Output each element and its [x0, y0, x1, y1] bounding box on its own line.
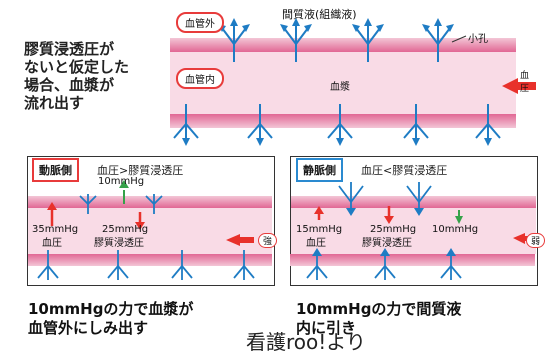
- arterial-strength-arrow: [226, 234, 254, 246]
- venous-bp-value: 15mmHg: [296, 224, 343, 235]
- arterial-upper-wall: [28, 196, 272, 208]
- venous-tag: 静脈側: [296, 158, 343, 182]
- top-vessel-lower-wall: [170, 114, 516, 128]
- arterial-outflow-arrow: [145, 194, 163, 214]
- top-vessel-lumen: [170, 52, 516, 114]
- plasma-label: 血漿: [330, 82, 350, 93]
- arterial-lower-wall: [28, 254, 272, 266]
- venous-title: 血圧<膠質浸透圧: [356, 160, 453, 180]
- downward-trident-arrow: [173, 104, 199, 140]
- venous-bottom-arrow: [374, 252, 396, 280]
- arterial-tag: 動脈側: [32, 158, 79, 182]
- outside-vessel-tag: 血管外: [176, 12, 224, 33]
- interstitial-fluid-label: 間質液(組織液): [282, 8, 357, 21]
- venous-caption: 10mmHgの力で間質液 内に引き: [296, 300, 462, 337]
- upward-trident-arrow: [355, 24, 381, 62]
- venous-upper-wall: [291, 196, 536, 208]
- top-vessel-diagram: [170, 38, 516, 128]
- arterial-inflow-arrow: [171, 250, 193, 280]
- venous-strength-label: 弱: [526, 233, 545, 248]
- upward-trident-arrow: [221, 24, 247, 62]
- downward-trident-arrow: [247, 104, 273, 140]
- venous-op-value: 25mmHg: [370, 224, 417, 235]
- arterial-outflow-arrow: [79, 194, 97, 214]
- upward-trident-arrow: [283, 24, 309, 62]
- downward-trident-arrow: [403, 104, 429, 140]
- venous-lower-wall: [290, 254, 535, 266]
- arterial-caption: 10mmHgの力で血漿が 血管外にしみ出す: [28, 300, 194, 337]
- arterial-inflow-arrow: [107, 250, 129, 280]
- upward-trident-arrow: [425, 24, 451, 62]
- arterial-net-arrowhead: [119, 180, 129, 188]
- top-vessel-upper-wall: [170, 38, 516, 52]
- arterial-net-value: 10mmHg: [98, 176, 145, 187]
- venous-inflow-arrow: [338, 182, 364, 210]
- venous-bp-label: 血圧: [306, 238, 326, 249]
- arterial-title: 血圧>膠質浸透圧: [92, 160, 189, 180]
- arterial-op-value: 25mmHg: [102, 224, 149, 235]
- arterial-strength-label: 強: [258, 233, 278, 248]
- arterial-lumen: [28, 208, 272, 254]
- pore-label: 小孔: [468, 34, 488, 45]
- venous-lumen: [291, 208, 536, 254]
- inside-vessel-tag: 血管内: [176, 68, 224, 89]
- venous-strength-arrow: [513, 233, 536, 244]
- arterial-op-label: 膠質浸透圧: [94, 238, 144, 249]
- downward-trident-arrow: [475, 104, 501, 140]
- venous-op-label: 膠質浸透圧: [362, 238, 412, 249]
- arterial-bp-label: 血圧: [42, 238, 62, 249]
- venous-inflow-arrow: [406, 182, 432, 210]
- venous-vessel-diagram: [290, 182, 536, 280]
- assumption-note: 膠質浸透圧が ないと仮定した 場合、血漿が 流れ出す: [24, 40, 130, 112]
- cut-off-label: 血圧: [520, 71, 530, 94]
- pore-pointer: [451, 35, 467, 43]
- arterial-inflow-arrow: [37, 250, 59, 280]
- venous-bottom-arrow: [306, 252, 328, 280]
- source-credit: 看護roo!より: [246, 330, 366, 354]
- arterial-bp-value: 35mmHg: [32, 224, 79, 235]
- blood-pressure-arrow: [502, 78, 536, 94]
- top-outflow-arrows: [173, 18, 536, 146]
- arterial-inflow-arrow: [233, 250, 255, 280]
- venous-bottom-arrow: [440, 252, 462, 280]
- downward-trident-arrow: [327, 104, 353, 140]
- venous-net-value: 10mmHg: [432, 224, 479, 235]
- arterial-vessel-diagram: [28, 190, 272, 280]
